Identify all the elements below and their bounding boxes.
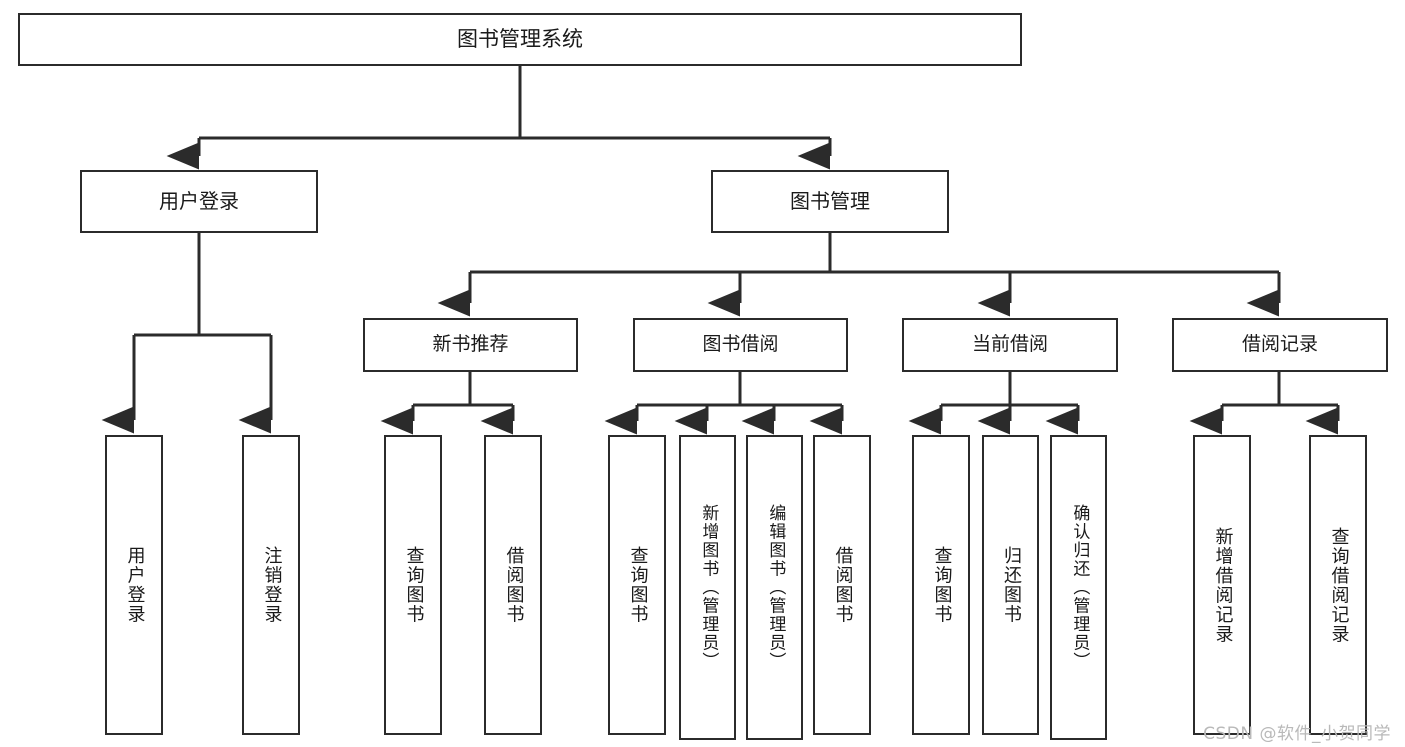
node-label: 查询借阅记录 <box>1328 526 1350 644</box>
leaf-node-query-book-borrow[interactable]: 查询图书 <box>608 435 666 735</box>
leaf-node-confirm-return-admin[interactable]: 确认归还（管理员） <box>1050 435 1107 740</box>
node-borrow-record[interactable]: 借阅记录 <box>1172 318 1388 372</box>
node-label: 当前借阅 <box>971 333 1048 356</box>
node-label: 新增图书（管理员） <box>698 504 719 671</box>
leaf-node-edit-book-admin[interactable]: 编辑图书（管理员） <box>746 435 803 740</box>
node-label: 图书借阅 <box>702 333 779 356</box>
node-root-book-management-system[interactable]: 图书管理系统 <box>18 13 1022 66</box>
node-label: 查询图书 <box>627 546 649 624</box>
leaf-node-add-borrow-record[interactable]: 新增借阅记录 <box>1193 435 1251 735</box>
node-current-borrow[interactable]: 当前借阅 <box>902 318 1118 372</box>
leaf-node-query-borrow-record[interactable]: 查询借阅记录 <box>1309 435 1367 735</box>
node-label: 确认归还（管理员） <box>1069 504 1090 671</box>
leaf-node-add-book-admin[interactable]: 新增图书（管理员） <box>679 435 736 740</box>
node-new-book-recommend[interactable]: 新书推荐 <box>363 318 578 372</box>
node-label: 借阅图书 <box>832 546 854 624</box>
node-label: 归还图书 <box>1000 546 1022 624</box>
node-book-management[interactable]: 图书管理 <box>711 170 949 233</box>
node-label: 查询图书 <box>403 546 425 624</box>
node-label: 查询图书 <box>931 546 953 624</box>
leaf-node-user-logout[interactable]: 注销登录 <box>242 435 300 735</box>
leaf-node-return-book[interactable]: 归还图书 <box>982 435 1039 735</box>
node-label: 借阅图书 <box>503 546 525 624</box>
node-label: 借阅记录 <box>1241 333 1318 356</box>
leaf-node-borrow-book[interactable]: 借阅图书 <box>813 435 871 735</box>
node-label: 用户登录 <box>159 189 239 214</box>
node-label: 图书管理 <box>790 189 870 214</box>
watermark: CSDN @软件_小贺同学 <box>1203 724 1391 744</box>
node-label: 新增借阅记录 <box>1212 526 1234 644</box>
node-label: 图书管理系统 <box>457 26 583 51</box>
node-user-login[interactable]: 用户登录 <box>80 170 318 233</box>
leaf-node-query-book-current[interactable]: 查询图书 <box>912 435 970 735</box>
node-label: 编辑图书（管理员） <box>765 504 786 671</box>
node-book-borrow[interactable]: 图书借阅 <box>633 318 848 372</box>
node-label: 注销登录 <box>261 546 283 624</box>
leaf-node-borrow-book-recommend[interactable]: 借阅图书 <box>484 435 542 735</box>
leaf-node-query-book-recommend[interactable]: 查询图书 <box>384 435 442 735</box>
node-label: 用户登录 <box>124 546 146 624</box>
leaf-node-user-login[interactable]: 用户登录 <box>105 435 163 735</box>
node-label: 新书推荐 <box>432 333 509 356</box>
